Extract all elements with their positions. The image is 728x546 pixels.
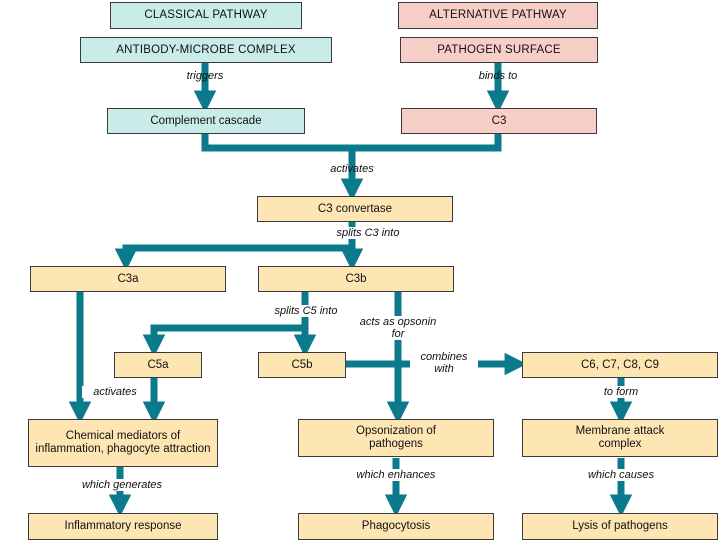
classical-pathway-node: CLASSICAL PATHWAY (110, 2, 302, 29)
c3b-node: C3b (258, 266, 454, 292)
label-which-generates: which generates (62, 479, 182, 491)
label-to-form: to form (586, 386, 656, 398)
label-which-causes: which causes (566, 469, 676, 481)
opsonization-node: Opsonization of pathogens (298, 419, 494, 457)
label-splits-c3: splits C3 into (318, 227, 418, 239)
chemical-mediators-node: Chemical mediators of inflammation, phag… (28, 419, 218, 467)
label-which-enhances: which enhances (336, 469, 456, 481)
c5a-node: C5a (114, 352, 202, 378)
label-combines-with: combines with (410, 351, 478, 375)
pathogen-surface-node: PATHOGEN SURFACE (400, 37, 598, 63)
complement-cascade-node: Complement cascade (107, 108, 305, 134)
label-activates-top: activates (330, 163, 374, 175)
c6-c9-node: C6, C7, C8, C9 (522, 352, 718, 378)
membrane-attack-complex-node: Membrane attack complex (522, 419, 718, 457)
label-acts-as-opsonin: acts as opsonin for (355, 316, 441, 340)
c5b-node: C5b (258, 352, 346, 378)
c3a-node: C3a (30, 266, 226, 292)
inflammatory-response-node: Inflammatory response (28, 513, 218, 540)
label-triggers: triggers (186, 70, 224, 82)
label-binds-to: binds to (478, 70, 518, 82)
alternative-pathway-node: ALTERNATIVE PATHWAY (398, 2, 598, 29)
label-splits-c5: splits C5 into (258, 305, 354, 317)
antibody-microbe-complex-node: ANTIBODY-MICROBE COMPLEX (80, 37, 332, 63)
lysis-of-pathogens-node: Lysis of pathogens (522, 513, 718, 540)
c3-node: C3 (401, 108, 597, 134)
phagocytosis-node: Phagocytosis (298, 513, 494, 540)
c3-convertase-node: C3 convertase (257, 196, 453, 222)
label-activates-bottom: activates (82, 386, 148, 398)
